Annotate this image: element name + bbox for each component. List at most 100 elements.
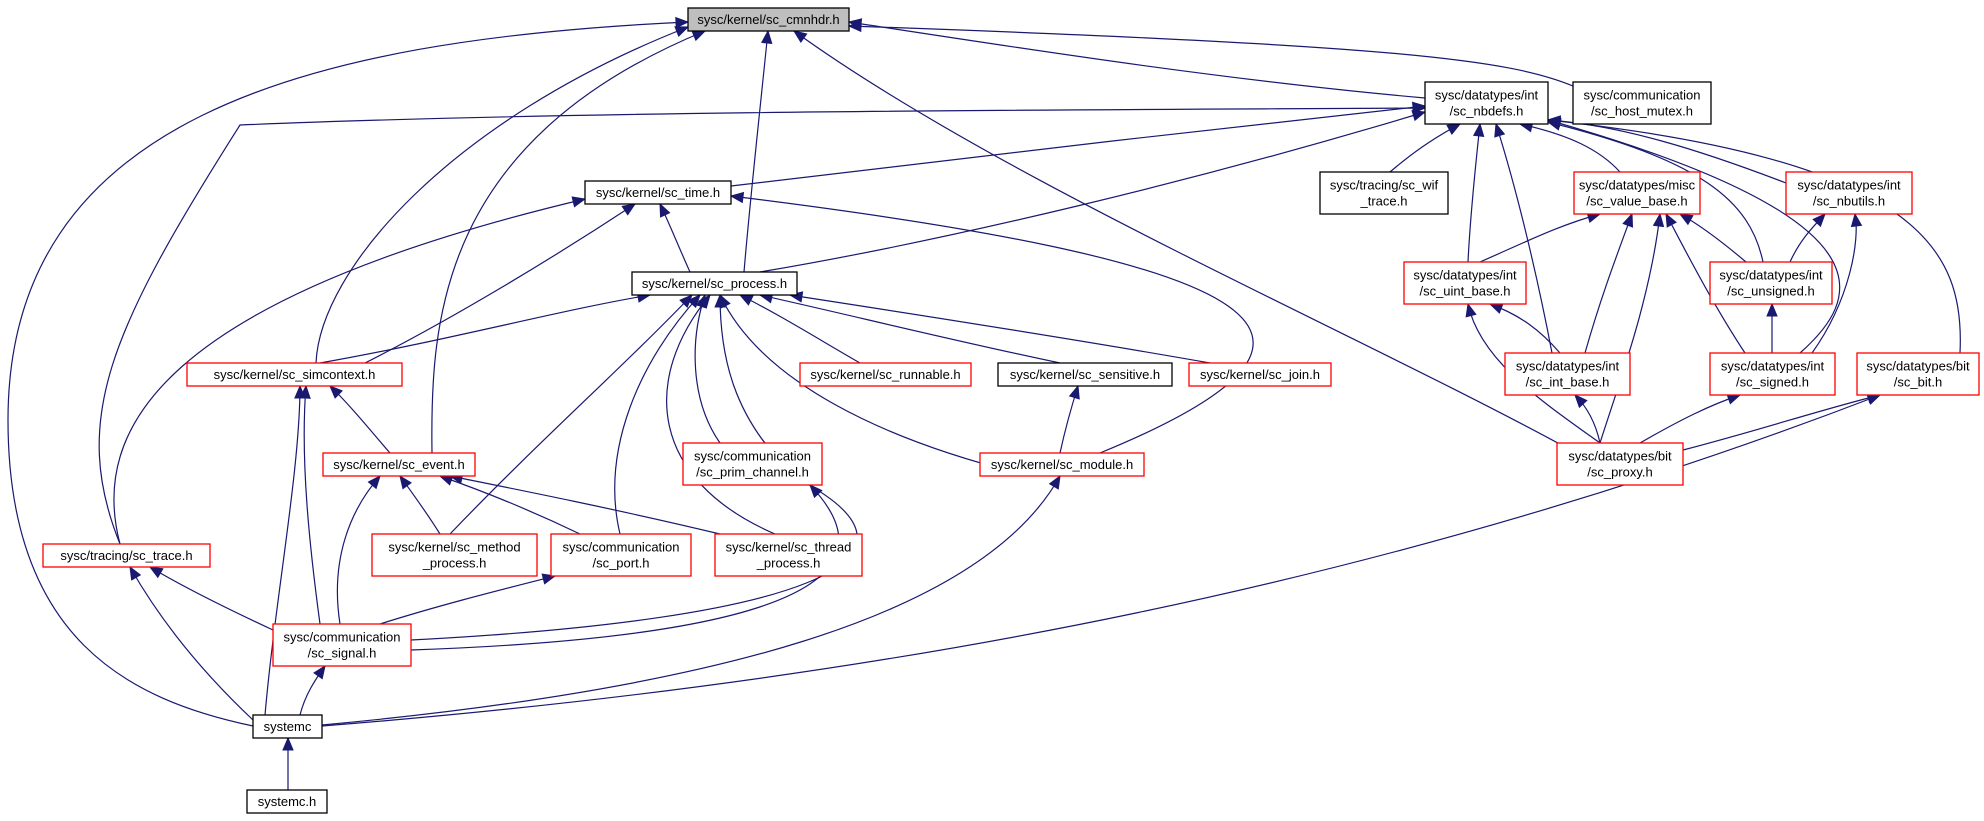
node-box-nbdefs <box>1424 81 1549 125</box>
node-prim_channel[interactable]: sysc/communication/sc_prim_channel.h <box>682 442 823 486</box>
node-box-cmnhdr <box>687 7 850 32</box>
node-int_base[interactable]: sysc/datatypes/int/sc_int_base.h <box>1504 352 1631 396</box>
node-label-thread_process-line-1: sysc/kernel/sc_thread <box>726 540 852 555</box>
arrowhead-module-to-time <box>729 191 745 204</box>
node-thread_process[interactable]: sysc/kernel/sc_thread_process.h <box>714 533 863 577</box>
node-signal[interactable]: sysc/communication/sc_signal.h <box>272 623 412 667</box>
arrowhead-event-to-simcontext <box>329 385 343 399</box>
node-label-unsigned-line-2: /sc_unsigned.h <box>1727 284 1814 299</box>
arrowhead-systemc-to-trace <box>129 565 142 581</box>
arrowhead-process-to-time <box>659 202 671 218</box>
arrowhead-signal-to-trace <box>148 566 164 579</box>
node-box-event <box>322 452 476 477</box>
arrowhead-signed-to-value_base <box>1665 212 1677 228</box>
node-signed[interactable]: sysc/datatypes/int/sc_signed.h <box>1709 352 1836 396</box>
arrowhead-signed-to-unsigned <box>1766 302 1778 317</box>
node-box-join <box>1188 362 1332 387</box>
arrowhead-int_base-to-value_base <box>1622 212 1634 228</box>
node-label-systemc-line-1: systemc <box>264 719 312 734</box>
edge-int_base-includes-value_base <box>1584 213 1633 354</box>
node-label-method_process-line-1: sysc/kernel/sc_method <box>388 540 520 555</box>
arrowhead-simcontext-to-cmnhdr <box>674 26 690 37</box>
node-value_base[interactable]: sysc/datatypes/misc/sc_value_base.h <box>1573 171 1701 215</box>
node-box-bit <box>1856 352 1980 396</box>
arrowhead-module-to-sensitive <box>1068 384 1080 400</box>
arrowhead-proxy-to-uint_base <box>1465 302 1477 318</box>
arrowhead-systemc_h-to-systemc <box>282 736 294 751</box>
edge-simcontext-includes-time <box>364 203 636 364</box>
node-box-systemc_h <box>246 789 328 814</box>
node-box-module <box>979 452 1145 477</box>
node-box-host_mutex <box>1572 81 1712 125</box>
node-wif_trace[interactable]: sysc/tracing/sc_wif_trace.h <box>1319 171 1449 215</box>
edge-uint_base-includes-nbdefs <box>1467 123 1481 263</box>
arrowhead-systemc-to-bit <box>1866 394 1882 405</box>
node-box-trace <box>42 543 211 568</box>
node-label-proxy-line-1: sysc/datatypes/bit <box>1568 449 1672 464</box>
edge-systemc-includes-simcontext <box>264 385 301 716</box>
edge-systemc-includes-trace <box>129 566 254 721</box>
node-unsigned[interactable]: sysc/datatypes/int/sc_unsigned.h <box>1709 261 1833 305</box>
node-label-bit-line-1: sysc/datatypes/bit <box>1866 359 1970 374</box>
node-label-event-line-1: sysc/kernel/sc_event.h <box>333 457 465 472</box>
edge-systemc-includes-module <box>321 475 1061 726</box>
node-systemc_h[interactable]: systemc.h <box>246 789 328 814</box>
node-port[interactable]: sysc/communication/sc_port.h <box>550 533 692 577</box>
edge-time-includes-nbdefs <box>730 105 1426 187</box>
node-cmnhdr[interactable]: sysc/kernel/sc_cmnhdr.h <box>687 7 850 32</box>
node-uint_base[interactable]: sysc/datatypes/int/sc_uint_base.h <box>1403 261 1527 305</box>
node-bit[interactable]: sysc/datatypes/bit/sc_bit.h <box>1856 352 1980 396</box>
edge-simcontext-includes-cmnhdr <box>315 26 689 364</box>
node-method_process[interactable]: sysc/kernel/sc_method_process.h <box>371 533 538 577</box>
edge-process-includes-cmnhdr <box>743 30 769 273</box>
edge-value_base-includes-nbdefs <box>1519 123 1621 173</box>
node-proxy[interactable]: sysc/datatypes/bit/sc_proxy.h <box>1556 442 1684 486</box>
node-box-int_base <box>1504 352 1631 396</box>
node-event[interactable]: sysc/kernel/sc_event.h <box>322 452 476 477</box>
node-sensitive[interactable]: sysc/kernel/sc_sensitive.h <box>997 362 1173 387</box>
arrowhead-proxy-to-cmnhdr <box>792 30 808 43</box>
node-label-signal-line-1: sysc/communication <box>283 630 400 645</box>
arrowhead-signal-to-process <box>714 293 726 308</box>
node-process[interactable]: sysc/kernel/sc_process.h <box>631 271 798 296</box>
node-nbutils[interactable]: sysc/datatypes/int/sc_nbutils.h <box>1785 171 1913 215</box>
node-box-simcontext <box>186 362 403 387</box>
node-label-trace-line-1: sysc/tracing/sc_trace.h <box>60 548 192 563</box>
edge-process-includes-nbdefs <box>759 111 1426 273</box>
node-time[interactable]: sysc/kernel/sc_time.h <box>584 180 732 205</box>
arrowhead-process-to-cmnhdr <box>761 29 773 45</box>
node-label-uint_base-line-1: sysc/datatypes/int <box>1413 268 1517 283</box>
edge-proxy-includes-bit <box>1682 394 1881 451</box>
node-label-prim_channel-line-1: sysc/communication <box>694 449 811 464</box>
node-trace[interactable]: sysc/tracing/sc_trace.h <box>42 543 211 568</box>
edge-nbdefs-includes-cmnhdr <box>848 21 1426 99</box>
edge-signal-includes-trace <box>149 566 274 631</box>
node-box-systemc <box>252 714 323 739</box>
arrowhead-process-to-nbdefs <box>1411 110 1427 122</box>
node-simcontext[interactable]: sysc/kernel/sc_simcontext.h <box>186 362 403 387</box>
edge-wif_trace-includes-nbdefs <box>1389 123 1461 173</box>
node-label-systemc_h-line-1: systemc.h <box>258 794 317 809</box>
node-label-nbdefs-line-2: /sc_nbdefs.h <box>1450 104 1524 119</box>
node-box-port <box>550 533 692 577</box>
node-systemc[interactable]: systemc <box>252 714 323 739</box>
node-runnable[interactable]: sysc/kernel/sc_runnable.h <box>799 362 972 387</box>
node-label-sensitive-line-1: sysc/kernel/sc_sensitive.h <box>1010 367 1160 382</box>
edge-proxy-includes-cmnhdr <box>793 30 1568 449</box>
edge-thread_process-includes-event <box>449 475 721 535</box>
node-label-runnable-line-1: sysc/kernel/sc_runnable.h <box>810 367 960 382</box>
node-label-module-line-1: sysc/kernel/sc_module.h <box>991 457 1133 472</box>
node-box-sensitive <box>997 362 1173 387</box>
node-nbdefs[interactable]: sysc/datatypes/int/sc_nbdefs.h <box>1424 81 1549 125</box>
edge-proxy-includes-signed <box>1639 394 1741 444</box>
node-label-thread_process-line-2: _process.h <box>756 556 821 571</box>
node-label-value_base-line-1: sysc/datatypes/misc <box>1579 178 1696 193</box>
node-join[interactable]: sysc/kernel/sc_join.h <box>1188 362 1332 387</box>
node-label-host_mutex-line-1: sysc/communication <box>1583 88 1700 103</box>
node-module[interactable]: sysc/kernel/sc_module.h <box>979 452 1145 477</box>
node-label-nbutils-line-2: /sc_nbutils.h <box>1813 194 1885 209</box>
edge-signal-includes-prim_channel <box>410 484 840 651</box>
node-host_mutex[interactable]: sysc/communication/sc_host_mutex.h <box>1572 81 1712 125</box>
edge-module-includes-time <box>730 195 1254 454</box>
